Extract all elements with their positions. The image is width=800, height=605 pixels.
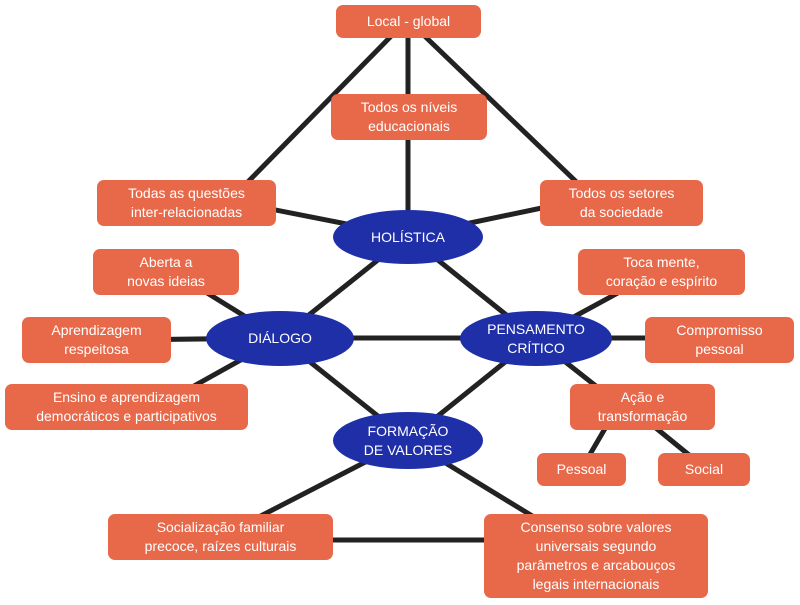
- box-pessoal: Pessoal: [537, 453, 626, 486]
- box-aberta: Aberta a novas ideias: [93, 249, 239, 295]
- box-social: Social: [658, 453, 750, 486]
- box-socializacao: Socialização familiar precoce, raízes cu…: [108, 514, 333, 560]
- box-local-global: Local - global: [336, 5, 481, 38]
- box-todos-niveis: Todos os níveis educacionais: [331, 94, 487, 140]
- box-aprendizagem: Aprendizagem respeitosa: [22, 317, 171, 363]
- edge-local-setores: [407, 19, 593, 198]
- box-ensino: Ensino e aprendizagem democráticos e par…: [5, 384, 248, 430]
- box-questoes: Todas as questões inter-relacionadas: [97, 180, 276, 226]
- box-acao: Ação e transformação: [570, 384, 715, 430]
- box-setores: Todos os setores da sociedade: [540, 180, 703, 226]
- box-consenso: Consenso sobre valores universais segund…: [484, 514, 708, 598]
- box-toca: Toca mente, coração e espírito: [578, 249, 745, 295]
- box-compromisso: Compromisso pessoal: [645, 317, 794, 363]
- edge-local-questoes: [232, 19, 408, 198]
- hub-holistica: HOLÍSTICA: [333, 210, 483, 264]
- hub-dialogo: DIÁLOGO: [206, 311, 354, 366]
- hub-formacao-valores: FORMAÇÃO DE VALORES: [333, 412, 483, 469]
- hub-pensamento-critico: PENSAMENTO CRÍTICO: [460, 311, 612, 366]
